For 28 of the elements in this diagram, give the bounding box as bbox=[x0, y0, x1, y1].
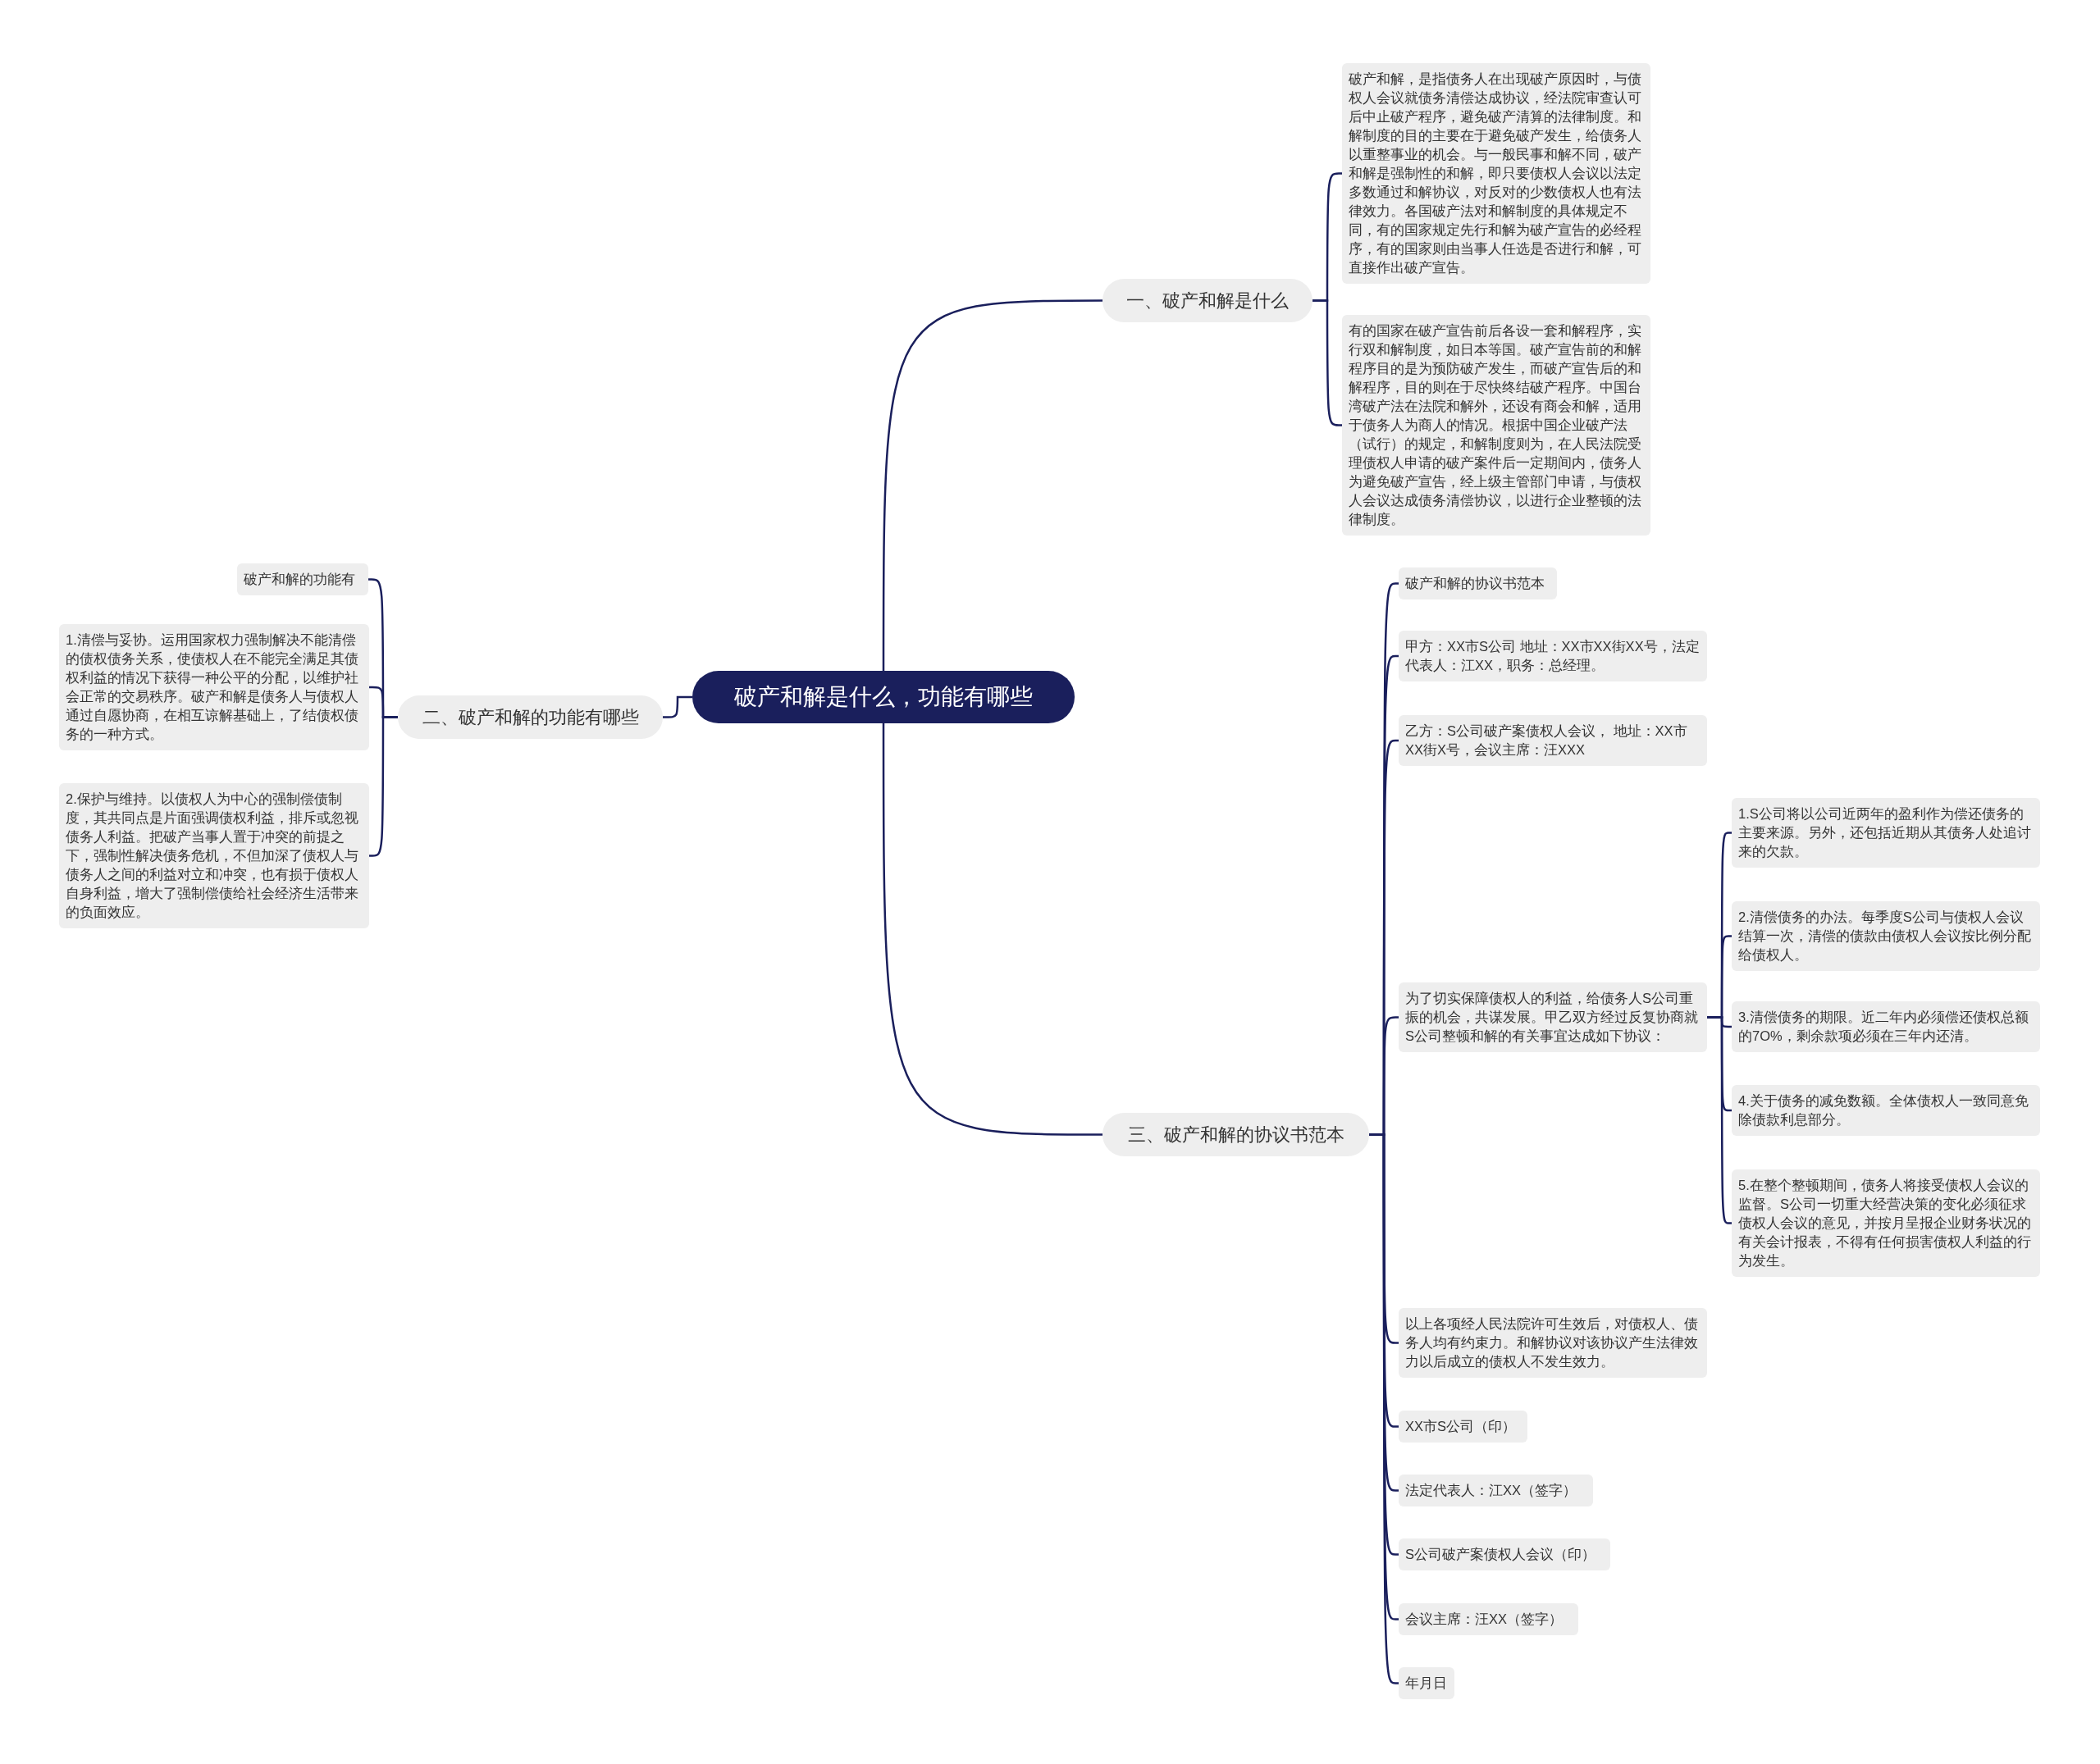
connector-line bbox=[1707, 1016, 1732, 1224]
text-card: 破产和解的功能有 bbox=[237, 563, 368, 595]
text-card: 以上各项经人民法院许可生效后，对债权人、债务人均有约束力。和解协议对该协议产生法律效力以后成立的债权人不发生效力。 bbox=[1399, 1308, 1707, 1378]
text-card: 为了切实保障债权人的利益，给债务人S公司重振的机会，共谋发展。甲乙双方经过反复协商就S公司整顿和解的有关事宜达成如下协议： bbox=[1399, 982, 1707, 1052]
text-card: 4.关于债务的减免数额。全体债权人一致同意免除债款利息部分。 bbox=[1732, 1085, 2040, 1136]
text-card: 1.清偿与妥协。运用国家权力强制解决不能清偿的债权债务关系，使债权人在不能完全满足其债权利益的情况下获得一种公平的分配，以维护社会正常的交易秩序。破产和解是债务人与债权人通过自愿协商，在相互谅解基础上，了结债权债务的一种方式。 bbox=[59, 624, 369, 750]
text-card: 2.保护与维持。以债权人为中心的强制偿债制度，其共同点是片面强调债权利益，排斥或忽视债务人利益。把破产当事人置于冲突的前提之下，强制性解决债务危机，不但加深了债权人与债务人之间的利益对立和冲突，也有损于债权人自身利益，增大了强制偿债给社会经济生活带来的负面效应。 bbox=[59, 783, 369, 928]
text-card: XX市S公司（印） bbox=[1399, 1411, 1527, 1443]
central-topic: 破产和解是什么，功能有哪些 bbox=[692, 671, 1075, 723]
connector-line bbox=[882, 299, 1102, 671]
topic-pill: 一、破产和解是什么 bbox=[1102, 279, 1312, 322]
connector-line bbox=[663, 695, 692, 718]
text-card: 乙方：S公司破产案债权人会议， 地址：XX市XX街X号，会议主席：汪XXX bbox=[1399, 715, 1707, 766]
text-card: 3.清偿债务的期限。近二年内必须偿还债权总额的7O%，剩余款项必须在三年内还清。 bbox=[1732, 1001, 2040, 1052]
text-card: 甲方：XX市S公司 地址：XX市XX街XX号，法定代表人：江XX，职务：总经理。 bbox=[1399, 631, 1707, 681]
text-card: 破产和解的协议书范本 bbox=[1399, 567, 1557, 599]
text-card: 2.清偿债务的办法。每季度S公司与债权人会议结算一次，清偿的债款由债权人会议按比例分配给债权人。 bbox=[1732, 901, 2040, 971]
text-card: 5.在整个整顿期间，债务人将接受债权人会议的监督。S公司一切重大经营决策的变化必须征求债权人会议的意见，并按月呈报企业财务状况的有关会计报表，不得有任何损害债权人利益的行为发生。 bbox=[1732, 1169, 2040, 1277]
text-card: 1.S公司将以公司近两年的盈利作为偿还债务的主要来源。另外，还包括近期从其债务人处追讨来的欠款。 bbox=[1732, 798, 2040, 868]
text-card: 会议主席：汪XX（签字） bbox=[1399, 1603, 1578, 1635]
text-card: 年月日 bbox=[1399, 1667, 1454, 1699]
topic-pill: 三、破产和解的协议书范本 bbox=[1102, 1113, 1369, 1156]
text-card: 破产和解，是指债务人在出现破产原因时，与债权人会议就债务清偿达成协议，经法院审查认可后中止破产程序，避免破产清算的法律制度。和解制度的目的主要在于避免破产发生，给债务人以重整事业的机会。与一般民事和解不同，破产和解是强制性的和解，即只要债权人会议以法定多数通过和解协议，对反对的少数债权人也有法律效力。各国破产法对和解制度的具体规定不同，有的国家规定先行和解为破产宣告的必经程序，有的国家则由当事人任选是否进行和解，可直接作出破产宣告。 bbox=[1342, 63, 1650, 284]
connector-line bbox=[882, 723, 1102, 1136]
text-card: 法定代表人：江XX（签字） bbox=[1399, 1475, 1593, 1506]
text-card: S公司破产案债权人会议（印） bbox=[1399, 1538, 1610, 1570]
text-card: 有的国家在破产宣告前后各设一套和解程序，实行双和解制度，如日本等国。破产宣告前的和解程序目的是为预防破产发生，而破产宣告后的和解程序，目的则在于尽快终结破产程序。中国台湾破产法在法院和解外，还设有商会和解，适用于债务人为商人的情况。根据中国企业破产法（试行）的规定，和解制度则为，在人民法院受理债权人申请的破产案件后一定期间内，债务人为避免破产宣告，经上级主管部门申请，与债权人会议达成债务清偿协议，以进行企业整顿的法律制度。 bbox=[1342, 315, 1650, 536]
topic-pill: 二、破产和解的功能有哪些 bbox=[398, 695, 663, 739]
